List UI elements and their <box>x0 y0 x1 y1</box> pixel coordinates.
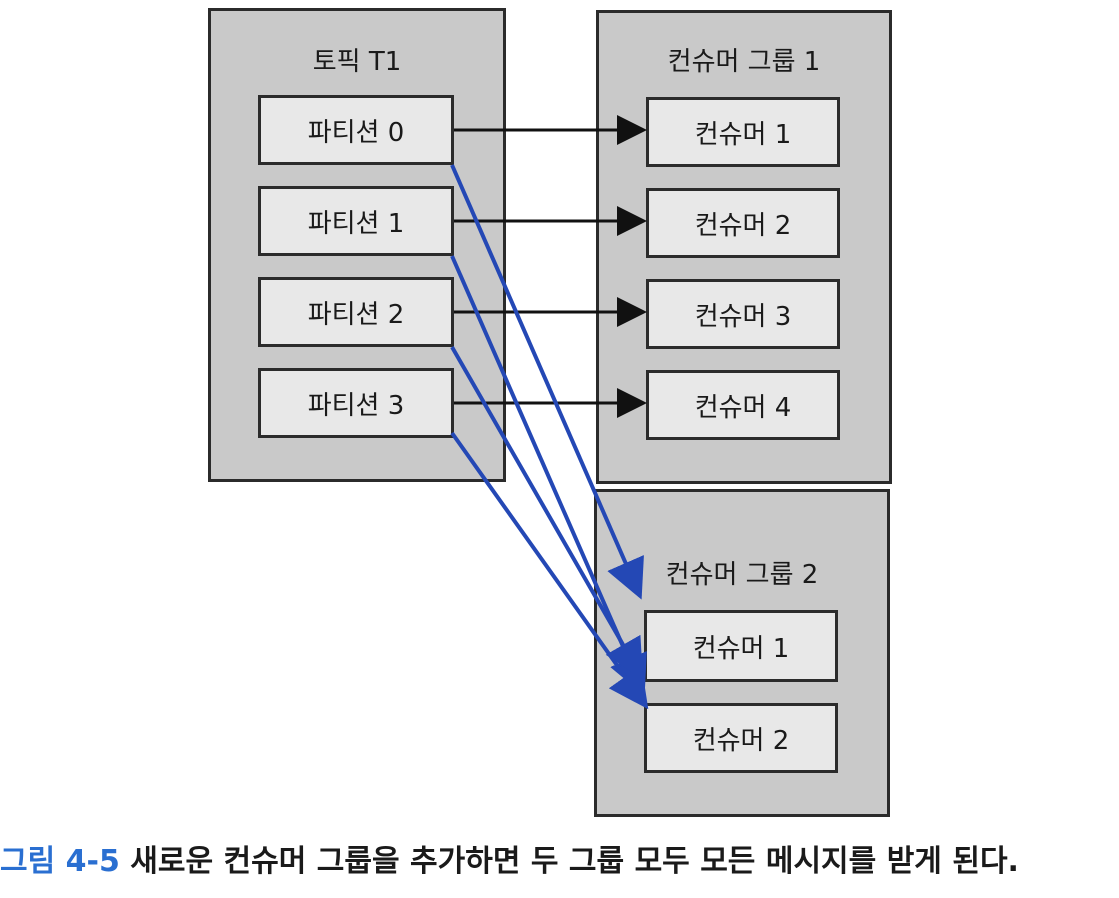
group1-consumer-3: 컨슈머 3 <box>646 279 840 349</box>
edge-p3-g2c2 <box>450 431 649 710</box>
group1-consumer-2: 컨슈머 2 <box>646 188 840 258</box>
figure-caption: 그림 4-5 새로운 컨슈머 그룹을 추가하면 두 그룹 모두 모든 메시지를 … <box>0 836 1019 880</box>
partition-1: 파티션 1 <box>258 186 454 256</box>
consumer-group-2-title: 컨슈머 그룹 2 <box>665 560 819 590</box>
group1-consumer-1: 컨슈머 1 <box>646 97 840 167</box>
figure-label: 그림 4-5 <box>0 844 120 879</box>
edge-p2-g2c1 <box>450 346 643 680</box>
edge-p1-g2c2 <box>450 255 647 696</box>
consumer-group-1-title: 컨슈머 그룹 1 <box>667 47 821 77</box>
figure-caption-text: 새로운 컨슈머 그룹을 추가하면 두 그룹 모두 모든 메시지를 받게 된다. <box>130 844 1019 879</box>
partition-3: 파티션 3 <box>258 368 454 438</box>
edge-p0-g2c1 <box>450 164 644 600</box>
group2-consumer-1: 컨슈머 1 <box>644 610 838 682</box>
partition-0: 파티션 0 <box>258 95 454 165</box>
group1-consumer-4: 컨슈머 4 <box>646 370 840 440</box>
group2-consumer-2: 컨슈머 2 <box>644 703 838 773</box>
partition-2: 파티션 2 <box>258 277 454 347</box>
topic-title: 토픽 T1 <box>312 47 402 77</box>
